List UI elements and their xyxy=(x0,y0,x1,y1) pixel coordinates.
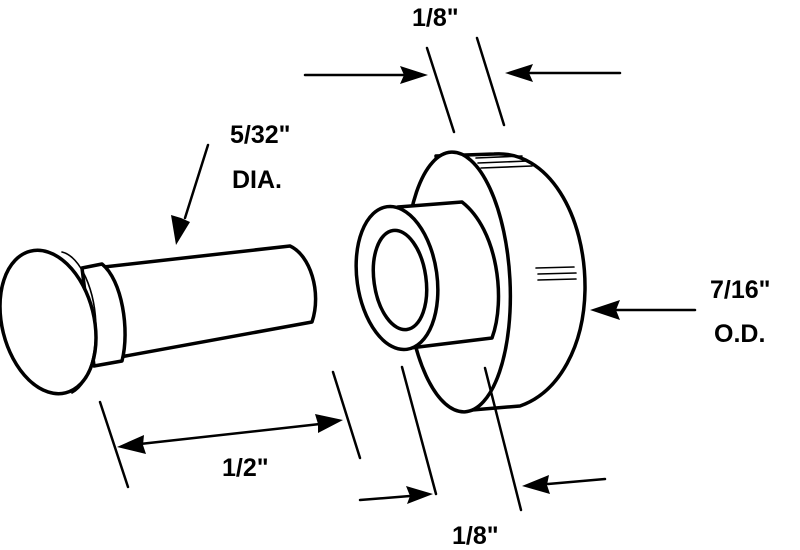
dimension-bushing-length: 1/8" xyxy=(358,365,607,550)
extension-line-right xyxy=(475,36,506,127)
pin xyxy=(0,244,318,396)
bushing-knurl-lines xyxy=(475,155,577,281)
extension-line-right xyxy=(483,366,523,512)
pin-diameter-label-line2: DIA. xyxy=(232,166,282,194)
outer-diameter-label-line2: O.D. xyxy=(714,320,765,348)
bushing xyxy=(354,150,587,414)
arrowhead-right xyxy=(522,475,550,494)
leader-arrowhead xyxy=(590,300,620,320)
outer-diameter-label-line1: 7/16" xyxy=(710,276,771,304)
arrow-line-right xyxy=(546,477,607,486)
extension-line-left xyxy=(425,46,456,134)
dimension-pin-length: 1/2" xyxy=(98,370,362,489)
arrowhead-right xyxy=(315,414,343,433)
dimension-outer-diameter: 7/16" O.D. xyxy=(590,276,771,348)
pin-head-rim xyxy=(61,251,97,394)
extension-line-left xyxy=(400,365,438,496)
pin-length-label: 1/2" xyxy=(222,454,269,482)
dimension-line xyxy=(138,422,322,446)
bushing-length-label: 1/8" xyxy=(452,522,499,550)
extension-line-right xyxy=(331,370,362,460)
pin-diameter-label-line1: 5/32" xyxy=(230,121,291,149)
arrowhead-left xyxy=(400,66,428,84)
pin-shaft xyxy=(93,244,318,359)
arrowhead-left xyxy=(117,435,146,454)
pin-head xyxy=(0,248,98,396)
flange-thickness-label: 1/8" xyxy=(412,4,459,32)
arrow-line-left xyxy=(358,494,412,502)
dimension-flange-thickness: 1/8" xyxy=(303,4,622,134)
bushing-bore xyxy=(371,228,429,332)
leader-line xyxy=(183,143,210,220)
extension-line-left xyxy=(98,400,130,489)
dimension-pin-diameter: 5/32" DIA. xyxy=(171,121,291,245)
arrowhead-left xyxy=(406,486,433,504)
arrowhead-right xyxy=(505,64,533,82)
leader-arrowhead xyxy=(171,215,190,245)
